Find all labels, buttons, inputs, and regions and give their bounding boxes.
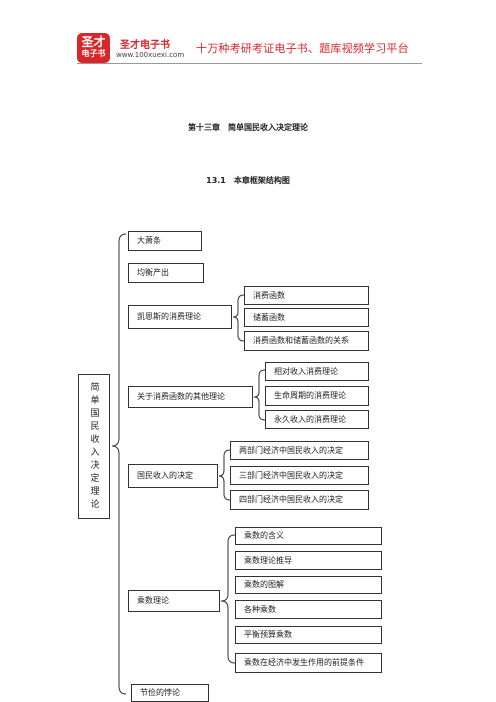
node-income-determination: 国民收入的决定 bbox=[128, 464, 218, 488]
logo-bottom-text: 电子书 bbox=[81, 49, 106, 58]
root-node: 简单国民收入决定理论 bbox=[78, 374, 110, 519]
node-balanced-budget-multiplier: 平衡预算乘数 bbox=[235, 626, 382, 644]
node-other-consumption-theories: 关于消费函数的其他理论 bbox=[128, 386, 253, 408]
node-various-multipliers: 各种乘数 bbox=[235, 600, 382, 619]
chapter-title: 第十三章 简单国民收入决定理论 bbox=[188, 123, 308, 132]
node-four-sector: 四部门经济中国民收入的决定 bbox=[230, 490, 369, 510]
node-great-depression: 大萧条 bbox=[128, 231, 202, 251]
node-three-sector: 三部门经济中国民收入的决定 bbox=[230, 466, 369, 485]
node-two-sector: 两部门经济中国民收入的决定 bbox=[230, 441, 369, 460]
node-multiplier-conditions: 乘数在经济中发生作用的前提条件 bbox=[235, 653, 382, 673]
node-equilibrium-output: 均衡产出 bbox=[128, 263, 204, 283]
brand-name: 圣才电子书 bbox=[120, 40, 170, 51]
brand-logo: 圣才 电子书 bbox=[77, 33, 110, 63]
node-paradox-of-thrift: 节俭的悖论 bbox=[131, 684, 209, 702]
logo-top-text: 圣才 bbox=[81, 35, 106, 49]
node-multiplier-diagram: 乘数的图解 bbox=[235, 576, 382, 594]
node-saving-function: 储蓄函数 bbox=[244, 308, 369, 327]
node-keynes-consumption: 凯恩斯的消费理论 bbox=[128, 305, 232, 329]
header-divider bbox=[77, 63, 422, 64]
node-multiplier-theory: 乘数理论 bbox=[128, 590, 220, 612]
node-life-cycle: 生命周期的消费理论 bbox=[265, 386, 369, 406]
brand-url[interactable]: www.100xuexi.com bbox=[116, 51, 185, 59]
node-consumption-function: 消费函数 bbox=[244, 286, 369, 305]
node-multiplier-meaning: 乘数的含义 bbox=[235, 527, 382, 545]
node-permanent-income: 永久收入的消费理论 bbox=[265, 410, 369, 429]
node-relative-income: 相对收入消费理论 bbox=[265, 362, 369, 381]
root-label: 简单国民收入决定理论 bbox=[88, 381, 99, 512]
section-title: 13.1 本章框架结构图 bbox=[206, 176, 290, 185]
node-consumption-saving-relation: 消费函数和储蓄函数的关系 bbox=[244, 331, 369, 351]
header-tagline: 十万种考研考证电子书、题库视频学习平台 bbox=[196, 42, 409, 55]
node-multiplier-derivation: 乘数理论推导 bbox=[235, 551, 382, 570]
